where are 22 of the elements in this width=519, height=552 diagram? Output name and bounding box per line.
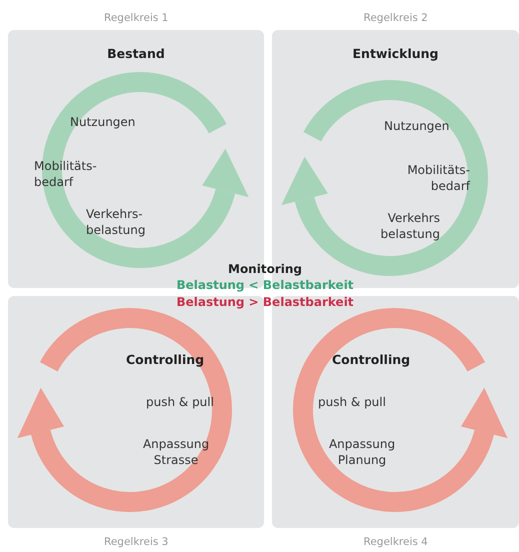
monitoring-heading: Monitoring: [228, 262, 302, 276]
condition-text: Belastung < Belastbarkeit: [176, 278, 354, 292]
cycle-item-text: Mobilitäts- bedarf: [406, 162, 470, 194]
cycle-item-text: Anpassung Planung: [328, 436, 396, 468]
panel-heading: Bestand: [106, 46, 166, 62]
condition-text: Belastung > Belastbarkeit: [176, 295, 354, 309]
loop-caption: Regelkreis 2: [364, 12, 428, 24]
cycle-item-text: Verkehrs- belastung: [86, 206, 146, 238]
loop-caption: Regelkreis 1: [104, 12, 168, 24]
cycle-item-text: push & pull: [146, 394, 215, 410]
cycle-item-text: Mobilitäts- bedarf: [34, 158, 98, 190]
cycle-item-text: Nutzungen: [70, 114, 136, 130]
cycle-item-text: push & pull: [318, 394, 387, 410]
panel-heading: Controlling: [332, 352, 412, 368]
cycle-item-text: Nutzungen: [384, 118, 450, 134]
cycle-item-text: Verkehrs belastung: [380, 210, 440, 242]
cycle-item-text: Anpassung Strasse: [142, 436, 210, 468]
panel: [8, 296, 264, 528]
loop-caption: Regelkreis 4: [364, 536, 428, 548]
panel-heading: Entwicklung: [352, 46, 440, 62]
panel-heading: Controlling: [126, 352, 206, 368]
loop-caption: Regelkreis 3: [104, 536, 168, 548]
